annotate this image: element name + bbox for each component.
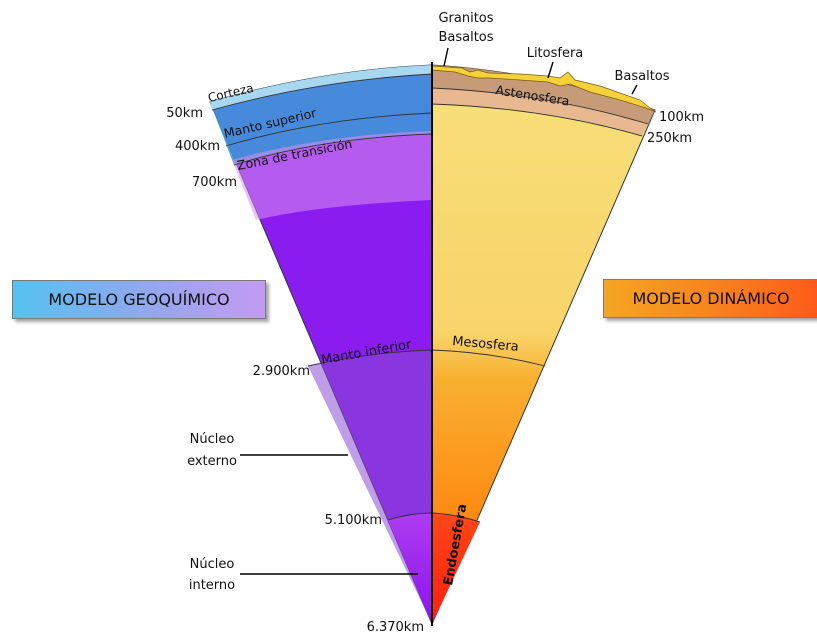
dynamic-model-box: MODELO DINÁMICO <box>603 279 817 318</box>
label-basaltos-right: Basaltos <box>614 69 669 84</box>
depth-2900km: 2.900km <box>253 364 310 379</box>
inner-core <box>388 513 432 624</box>
depth-50km: 50km <box>166 106 203 121</box>
label-basaltos-left: Basaltos <box>438 30 493 45</box>
depth-100km: 100km <box>659 110 704 125</box>
pointer-lines <box>240 47 638 575</box>
label-granitos: Granitos <box>438 11 493 26</box>
depth-400km: 400km <box>175 139 220 154</box>
outer-core <box>308 350 432 624</box>
label-nucleo-externo-1: Núcleo <box>190 432 235 447</box>
geochemical-model-label: MODELO GEOQUÍMICO <box>48 290 230 309</box>
depth-250km: 250km <box>647 131 692 146</box>
lithosphere-band <box>432 65 655 124</box>
endosphere-region <box>432 513 480 624</box>
boundary-lines <box>211 73 649 523</box>
depth-5100km: 5.100km <box>325 513 382 528</box>
label-nucleo-interno-1: Núcleo <box>190 557 235 572</box>
label-nucleo-externo-2: externo <box>187 454 237 469</box>
crust-band <box>210 65 432 110</box>
geochemical-model-box: MODELO GEOQUÍMICO <box>12 280 266 319</box>
transition-fade <box>232 131 432 220</box>
label-mesosfera: Mesosfera <box>452 334 520 355</box>
depth-6370km: 6.370km <box>367 620 424 635</box>
dynamic-model-label: MODELO DINÁMICO <box>632 289 790 308</box>
depth-700km: 700km <box>192 175 237 190</box>
asthenosphere-band <box>432 88 648 136</box>
label-litosfera: Litosfera <box>527 46 584 61</box>
crust-bumps <box>431 65 657 113</box>
label-nucleo-interno-2: interno <box>189 578 235 593</box>
